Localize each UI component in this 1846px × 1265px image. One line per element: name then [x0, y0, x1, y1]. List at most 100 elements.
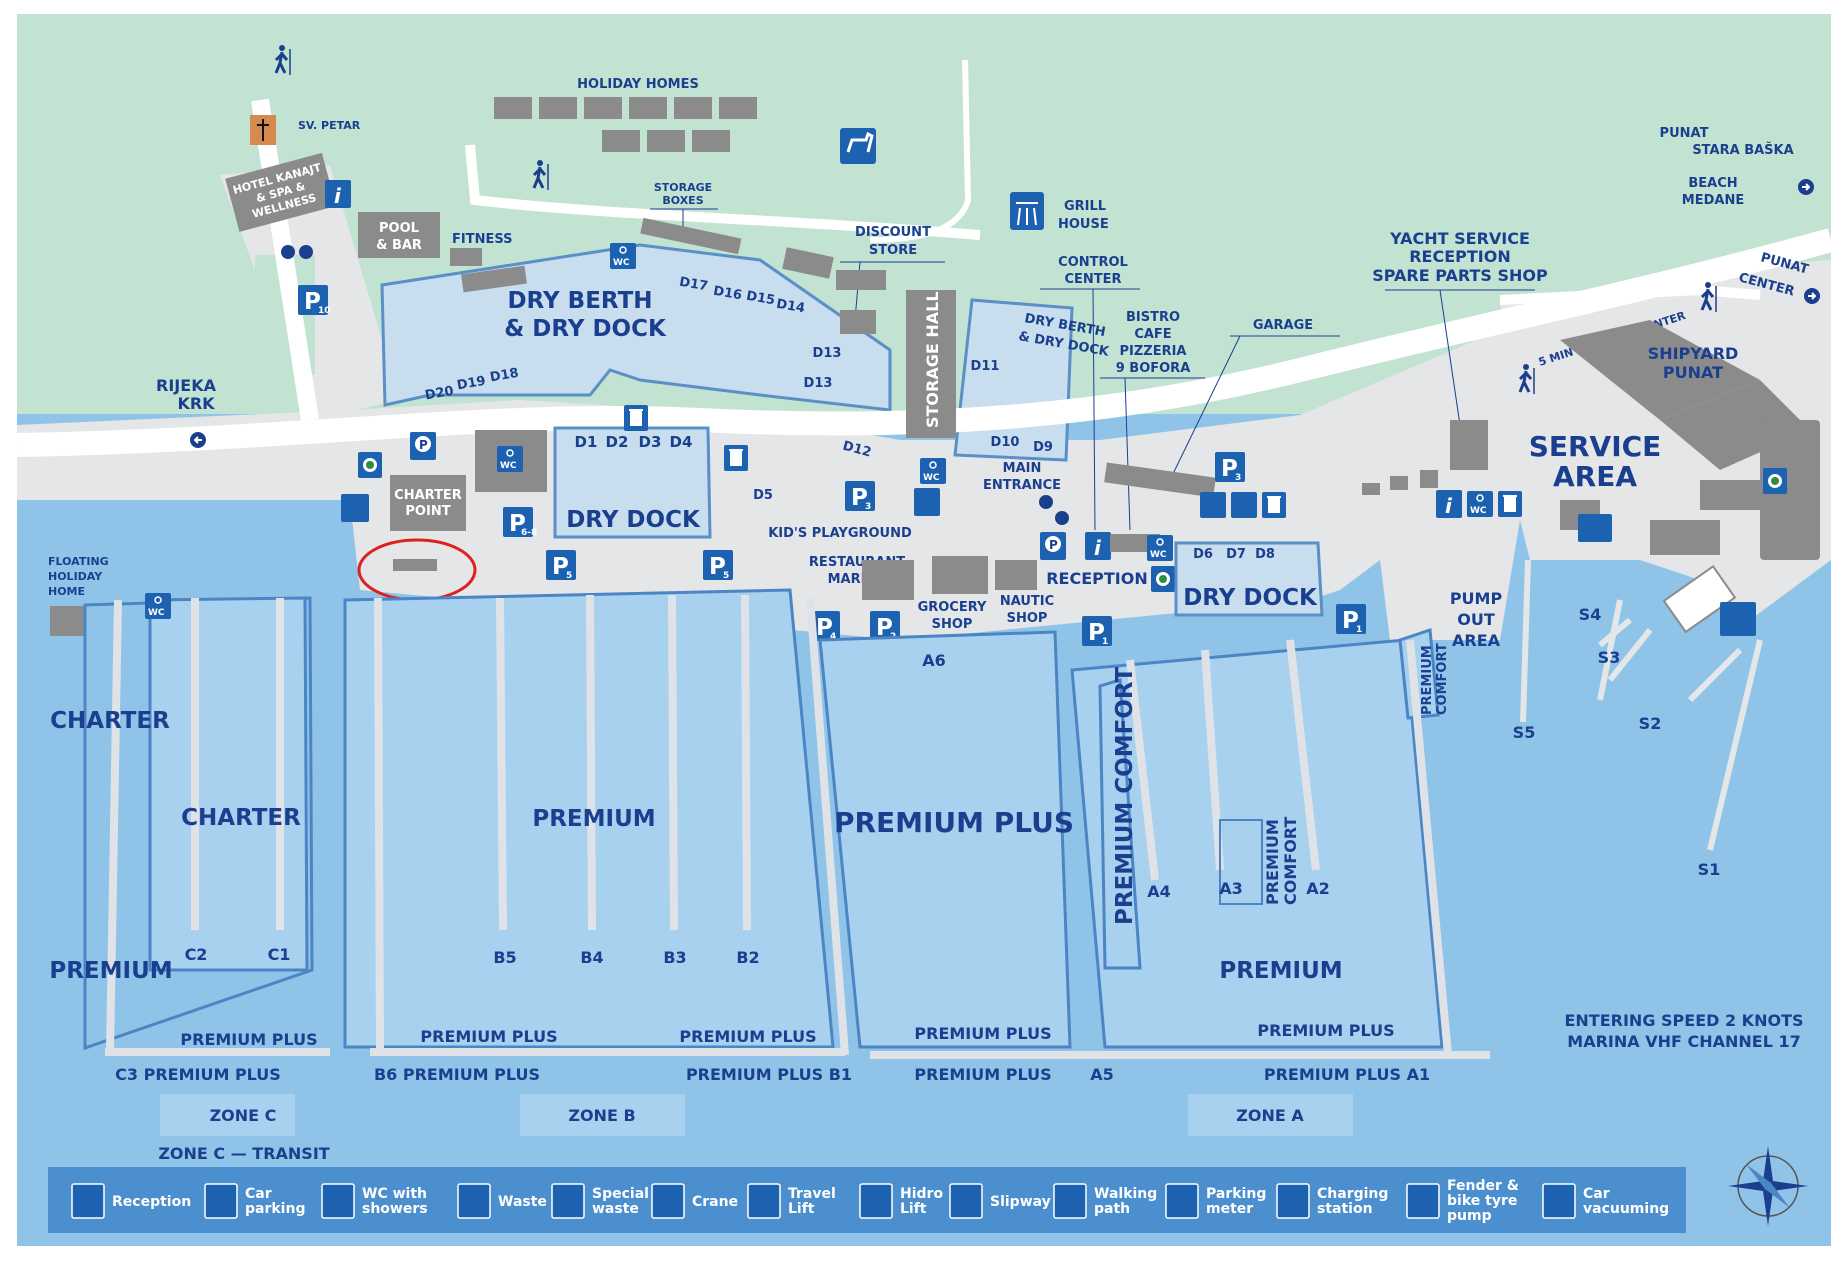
legend-label: Charging — [1317, 1186, 1388, 1202]
charging-station-icon[interactable] — [914, 488, 940, 516]
wc-icon[interactable] — [609, 242, 637, 270]
parking-meter-icon-2[interactable] — [1040, 532, 1066, 560]
zone-premium-comfort-side-1: PREMIUM — [1420, 645, 1435, 715]
wc-icon-2[interactable] — [496, 445, 524, 473]
wc-icon-3[interactable] — [919, 457, 947, 485]
walking-path-icon — [1053, 1183, 1087, 1219]
berth-d13a: D13 — [813, 346, 842, 361]
parking-icon — [204, 1183, 238, 1219]
parking-p1a[interactable]: 1 — [1082, 616, 1112, 647]
zone-charter-b: CHARTER — [181, 805, 301, 831]
berth-d13b: D13 — [804, 376, 833, 391]
vhf-notice: MARINA VHF CHANNEL 17 — [1567, 1032, 1800, 1051]
hidro-lift-icon[interactable] — [341, 494, 369, 522]
berth-d17: D17 — [678, 275, 709, 295]
info-icon-2[interactable] — [1085, 532, 1111, 560]
wc-icon-4[interactable] — [1146, 534, 1174, 562]
special-waste-icon — [551, 1183, 585, 1219]
parking-p3b[interactable]: 3 — [1215, 452, 1245, 483]
zone-premium-c: PREMIUM — [1219, 958, 1342, 984]
zone-b1: PREMIUM PLUS B1 — [686, 1065, 852, 1084]
zone-premium-comfort-a3-2: COMFORT — [1281, 817, 1300, 905]
storage-hall-building — [906, 290, 956, 438]
legend-label: WC with — [362, 1186, 427, 1202]
zone-b-box — [520, 1094, 685, 1136]
berth-d16: D16 — [712, 284, 743, 304]
special-waste-icon-3[interactable] — [1151, 566, 1175, 592]
garage-label: GARAGE — [1253, 318, 1313, 333]
zone-c-box — [160, 1094, 295, 1136]
berth-d15: D15 — [745, 289, 776, 309]
shipyard-label-2: PUNAT — [1663, 363, 1723, 382]
discount-label-1: DISCOUNT — [855, 225, 931, 240]
berth-c1: C1 — [268, 945, 291, 964]
slipway-icon[interactable] — [1720, 602, 1756, 636]
entrance-down-icon — [1039, 495, 1053, 509]
pump-out-label-1: PUMP — [1450, 589, 1503, 608]
legend-label: Reception — [112, 1194, 191, 1210]
parking-p5a[interactable]: 5 — [546, 550, 576, 581]
legend-label: bike tyre — [1447, 1193, 1517, 1209]
rijeka-arrow-icon — [189, 431, 207, 449]
building-a — [782, 247, 834, 279]
pool-label-2: & BAR — [376, 238, 422, 253]
shipyard-label-1: SHIPYARD — [1648, 344, 1739, 363]
wc-icon-6[interactable] — [144, 592, 172, 620]
waste-icon-3[interactable] — [1262, 492, 1286, 518]
special-waste-icon-2[interactable] — [358, 452, 382, 478]
berth-s5: S5 — [1513, 723, 1536, 742]
berth-s3: S3 — [1598, 648, 1621, 667]
bistro-label-2: CAFE — [1134, 327, 1171, 342]
berth-d20: D20 — [424, 384, 455, 404]
zone-c-label: ZONE C — [210, 1106, 277, 1125]
car-vacuum-icon[interactable] — [1200, 492, 1226, 518]
zone-a-box — [1188, 1094, 1353, 1136]
parking-p6[interactable]: 6-8 — [503, 507, 537, 538]
legend-label: Hidro — [900, 1186, 943, 1202]
berth-d8: D8 — [1255, 547, 1275, 562]
wc-icon-5[interactable] — [1466, 490, 1494, 518]
parking-p10[interactable]: 10 — [298, 285, 331, 316]
special-waste-icon[interactable] — [1763, 468, 1787, 494]
bistro-label-1: BISTRO — [1126, 310, 1180, 325]
parking-p1b[interactable]: 1 — [1336, 604, 1366, 635]
punat-stara-label-2: STARA BAŠKA — [1692, 142, 1793, 158]
info-icon-3[interactable] — [1436, 490, 1462, 518]
legend-label: Special — [592, 1186, 649, 1202]
dry-dock-1-area — [553, 426, 712, 539]
waste-icon-4[interactable] — [1498, 491, 1522, 517]
parking-p3a[interactable]: 3 — [845, 481, 875, 512]
parking-meter-icon[interactable] — [410, 432, 436, 460]
berth-d19: D19 — [456, 374, 487, 394]
main-entrance-label-1: MAIN — [1003, 461, 1042, 476]
dry-dock-1-label: DRY DOCK — [566, 507, 701, 533]
parking-p4[interactable]: 4 — [810, 611, 840, 642]
parking-p5b-label: 5 — [723, 571, 729, 581]
info-icon[interactable] — [325, 180, 351, 208]
parking-p5b[interactable]: 5 — [703, 550, 733, 581]
waste-icon[interactable] — [624, 405, 648, 431]
waste-icon-2[interactable] — [724, 445, 748, 471]
yacht-service-label-3: SPARE PARTS SHOP — [1372, 266, 1548, 285]
berth-d14: D14 — [775, 297, 806, 317]
berth-s2: S2 — [1639, 714, 1662, 733]
nautic-building — [995, 560, 1037, 590]
yacht-service-label-1: YACHT SERVICE — [1389, 229, 1530, 248]
berth-b5: B5 — [493, 948, 516, 967]
fender-pump-icon[interactable] — [1231, 492, 1257, 518]
legend-label: waste — [592, 1201, 639, 1217]
sv-petar-label: SV. PETAR — [298, 119, 361, 132]
travel-lift-icon[interactable] — [1578, 514, 1612, 542]
berth-d18: D18 — [489, 366, 520, 386]
berth-a4: A4 — [1147, 882, 1171, 901]
nautic-label-2: SHOP — [1007, 611, 1048, 626]
charter-point-label-2: POINT — [405, 504, 450, 519]
dry-berth-title-1: DRY BERTH — [507, 288, 652, 314]
a3-box — [1219, 819, 1263, 905]
building-b — [461, 265, 527, 293]
zone-pp-3: PREMIUM PLUS — [679, 1027, 816, 1046]
